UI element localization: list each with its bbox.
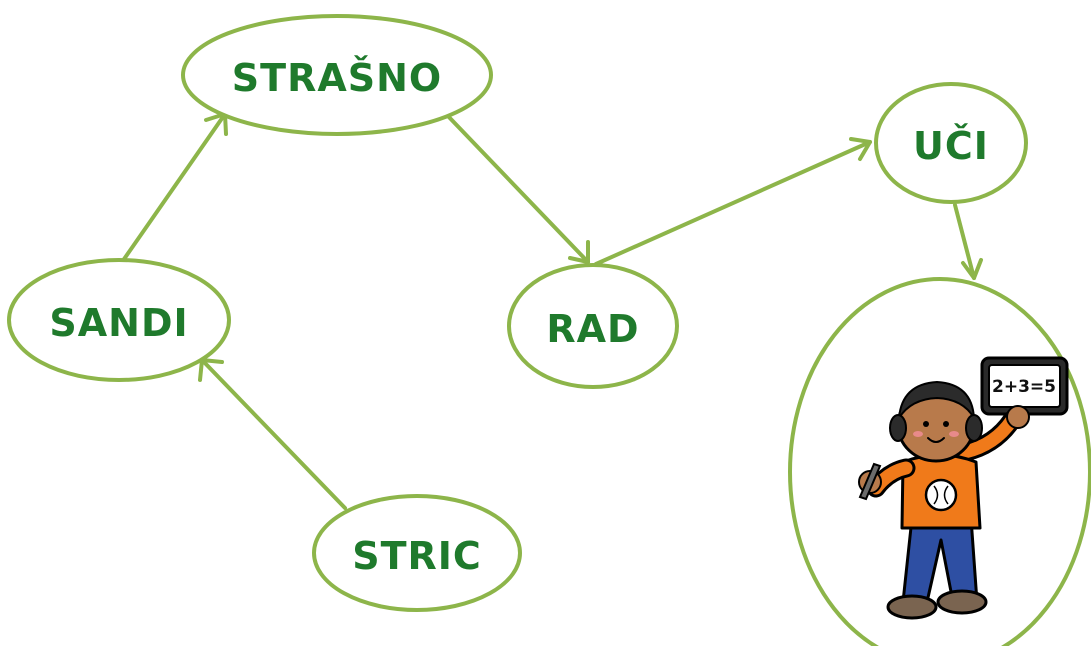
node-stric-label: STRIC	[352, 534, 482, 578]
edge-sandi-to-strasno	[120, 112, 228, 264]
edge-stric-to-sandi	[198, 358, 347, 510]
edge-strasno-to-rad	[444, 112, 590, 264]
edge-rad-to-uci	[594, 137, 872, 266]
node-sandi-label: SANDI	[49, 301, 188, 345]
edges	[120, 112, 983, 510]
edge-uci-to-picture	[953, 203, 983, 280]
node-uci: UČI	[874, 82, 1028, 204]
tablet-text: 2+3=5	[992, 377, 1056, 397]
node-stric: STRIC	[312, 494, 522, 612]
node-strasno-label: STRAŠNO	[232, 56, 442, 100]
boy-with-tablet-icon: 2+3=5	[858, 356, 1069, 620]
node-picture: 2+3=5	[788, 277, 1091, 646]
node-strasno: STRAŠNO	[181, 14, 493, 136]
node-rad: RAD	[507, 263, 679, 389]
node-uci-label: UČI	[913, 124, 989, 168]
node-sandi: SANDI	[7, 258, 231, 382]
node-rad-label: RAD	[546, 307, 639, 351]
